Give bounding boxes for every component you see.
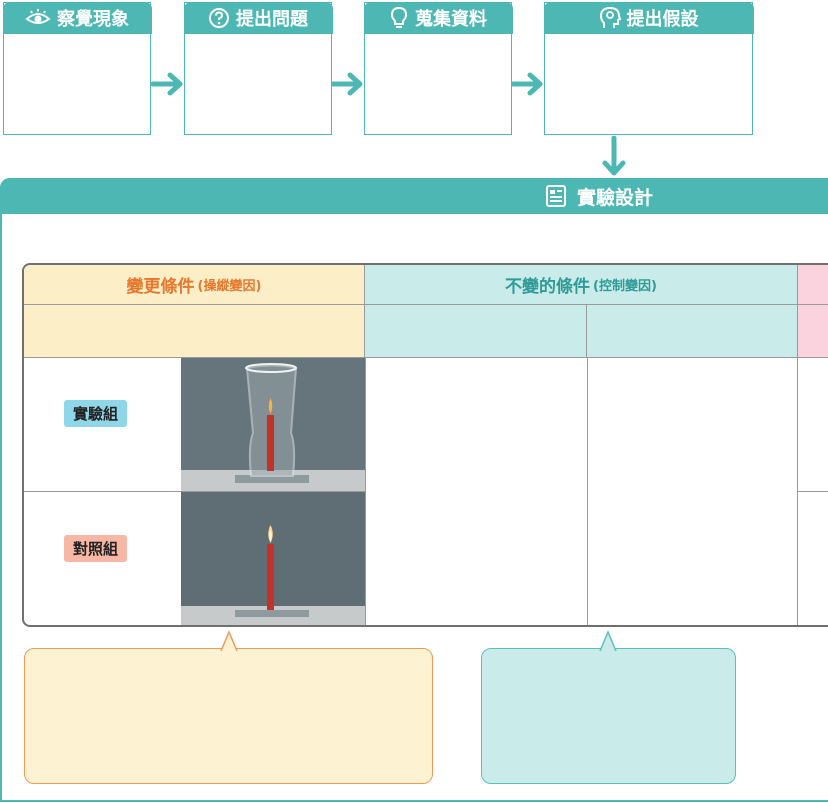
- divider: [365, 357, 366, 625]
- step-research: 蒐集資料: [363, 1, 513, 135]
- question-icon: [209, 7, 229, 28]
- eye-icon: [25, 8, 51, 24]
- arrow-right-icon: [331, 72, 363, 96]
- arrow-right-icon: [511, 72, 543, 96]
- head-icon: [599, 6, 621, 28]
- step-label: 察覺現象: [57, 8, 129, 30]
- experiment-design-panel: [0, 178, 828, 802]
- divider: [24, 357, 828, 358]
- manipulated-note-box[interactable]: [24, 648, 433, 784]
- step-label: 蒐集資料: [415, 8, 487, 30]
- candle-open-photo: [181, 492, 365, 625]
- control-group-label: 對照組: [64, 535, 128, 562]
- variables-table: 變更條件 (操縱變因) 不變的條件 (控制變因) 實驗組 對照組: [22, 263, 828, 627]
- divider: [797, 357, 798, 625]
- header-cell-pink: [797, 265, 828, 304]
- step-hypothesis: 提出假設: [543, 1, 754, 135]
- step-question: 提出問題: [183, 1, 333, 135]
- candle-covered-photo: [181, 358, 365, 491]
- step-label: 提出問題: [236, 8, 308, 30]
- bubble-tail: [599, 630, 617, 652]
- experiment-design-title: 實驗設計: [545, 178, 653, 214]
- arrow-down-icon: [602, 136, 626, 176]
- lightbulb-icon: [390, 6, 408, 28]
- controlled-variable-input-1[interactable]: [365, 304, 587, 357]
- arrow-right-icon: [151, 72, 183, 96]
- controlled-variable-header: 不變的條件 (控制變因): [365, 265, 797, 304]
- bubble-tail: [220, 630, 238, 652]
- experimental-group-label: 實驗組: [64, 400, 128, 427]
- divider: [587, 357, 588, 625]
- controlled-variable-input-2[interactable]: [587, 304, 797, 357]
- divider: [24, 491, 365, 492]
- manipulated-variable-header: 變更條件 (操縱變因): [24, 265, 365, 304]
- divider: [797, 491, 828, 492]
- document-icon: [546, 185, 566, 207]
- pink-input-cell[interactable]: [797, 304, 828, 357]
- step-observe: 察覺現象: [2, 1, 152, 135]
- controlled-note-box[interactable]: [481, 648, 736, 784]
- manipulated-variable-input[interactable]: [24, 304, 365, 357]
- step-label: 提出假設: [626, 8, 699, 30]
